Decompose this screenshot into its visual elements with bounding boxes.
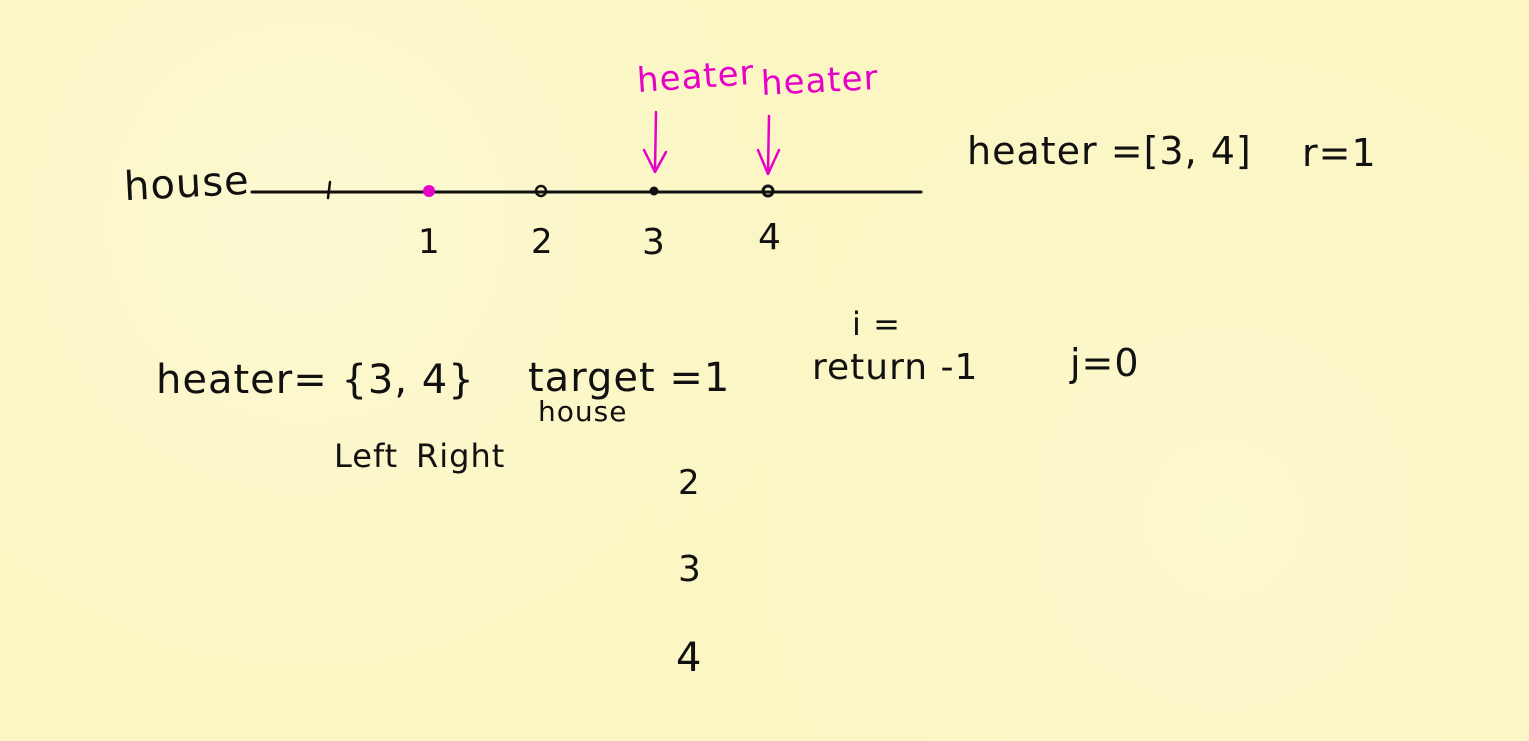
tick-label-2: 2 [531,222,554,262]
target-text: target =1 [528,355,731,401]
house-label: house [122,157,251,211]
heater-array-text: heater =[3, 4] [967,129,1252,173]
point-4 [761,184,775,198]
return-text: return -1 [812,347,979,388]
i-value-text: i = [852,305,901,343]
column-value-3: 3 [678,549,702,590]
right-label: Right [416,437,506,475]
tick-label-3: 3 [642,222,666,263]
column-value-4: 4 [676,635,703,681]
j-value-text: j=0 [1070,341,1140,385]
heater-set-text: heater= {3, 4} [156,357,475,403]
heater-arrow-4 [756,114,781,176]
heater-marker-3: heater [635,52,756,102]
point-3 [649,186,659,196]
point-2 [534,184,548,198]
house-under-target: house [538,395,628,428]
left-label: Left [334,437,399,475]
radius-text: r=1 [1302,131,1377,175]
tick-label-4: 4 [758,217,782,258]
point-1 [423,185,435,197]
column-value-2: 2 [678,463,701,503]
heater-marker-4: heater [760,57,880,105]
tick-label-1: 1 [418,222,441,262]
heater-arrow-3 [642,110,668,174]
zero-tick [326,180,332,200]
